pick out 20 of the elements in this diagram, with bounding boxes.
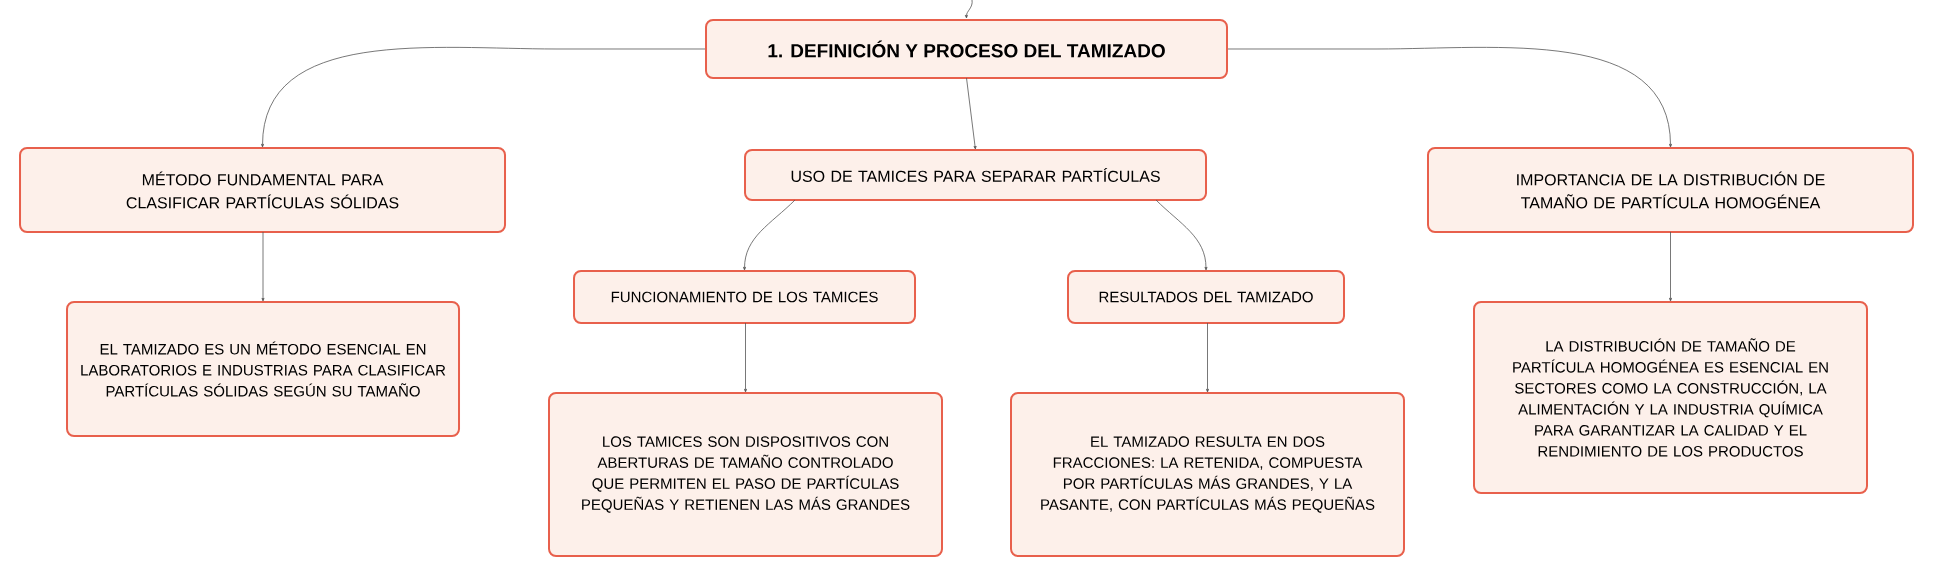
detail-box: LA DISTRIBUCIÓN DE TAMAÑO DE PARTÍCULA HOMOGÉNEA ES ESENCIAL EN SECTORES COMO LA CONSTRUCCIÓN, LA ALIMENTACIÓN Y LA INDUSTRIA QUÍMICA PARA GARANTIZAR LA CALIDAD Y EL RENDIMIENTO DE LOS PRODUCTOS xyxy=(1473,301,1868,494)
connector-arrow xyxy=(1155,199,1208,271)
detail-box: LOS TAMICES SON DISPOSITIVOS CON ABERTURAS DE TAMAÑO CONTROLADO QUE PERMITEN EL PASO DE PARTÍCULAS PEQUEÑAS Y RETIENEN LAS MÁS GRANDES xyxy=(548,392,943,557)
connector-arrow xyxy=(743,199,796,271)
connector-arrow xyxy=(744,322,747,393)
connector-arrow xyxy=(1227,47,1672,148)
subtopic-box: MÉTODO FUNDAMENTAL PARA CLASIFICAR PARTÍCULAS SÓLIDAS xyxy=(19,147,506,233)
detail-box: EL TAMIZADO ES UN MÉTODO ESENCIAL EN LABORATORIOS E INDUSTRIAS PARA CLASIFICAR PARTÍCULAS SÓLIDAS SEGÚN SU TAMAÑO xyxy=(66,301,460,437)
connector-arrow xyxy=(1206,322,1209,393)
subtopic-box: FUNCIONAMIENTO DE LOS TAMICES xyxy=(573,270,916,324)
detail-box: EL TAMIZADO RESULTA EN DOS FRACCIONES: LA RETENIDA, COMPUESTA POR PARTÍCULAS MÁS GRANDES, Y LA PASANTE, CON PARTÍCULAS MÁS PEQUEÑAS xyxy=(1010,392,1405,557)
topic-box: 1. DEFINICIÓN Y PROCESO DEL TAMIZADO xyxy=(705,19,1228,79)
subtopic-box: USO DE TAMICES PARA SEPARAR PARTÍCULAS xyxy=(744,149,1207,201)
subtopic-box: RESULTADOS DEL TAMIZADO xyxy=(1067,270,1345,324)
connector-arrow xyxy=(964,0,973,19)
connector-arrow xyxy=(261,47,706,148)
connector-arrow xyxy=(1669,231,1672,302)
subtopic-box: IMPORTANCIA DE LA DISTRIBUCIÓN DE TAMAÑO DE PARTÍCULA HOMOGÉNEA xyxy=(1427,147,1914,233)
connector-arrow xyxy=(261,231,265,302)
connector-arrow xyxy=(966,77,977,150)
